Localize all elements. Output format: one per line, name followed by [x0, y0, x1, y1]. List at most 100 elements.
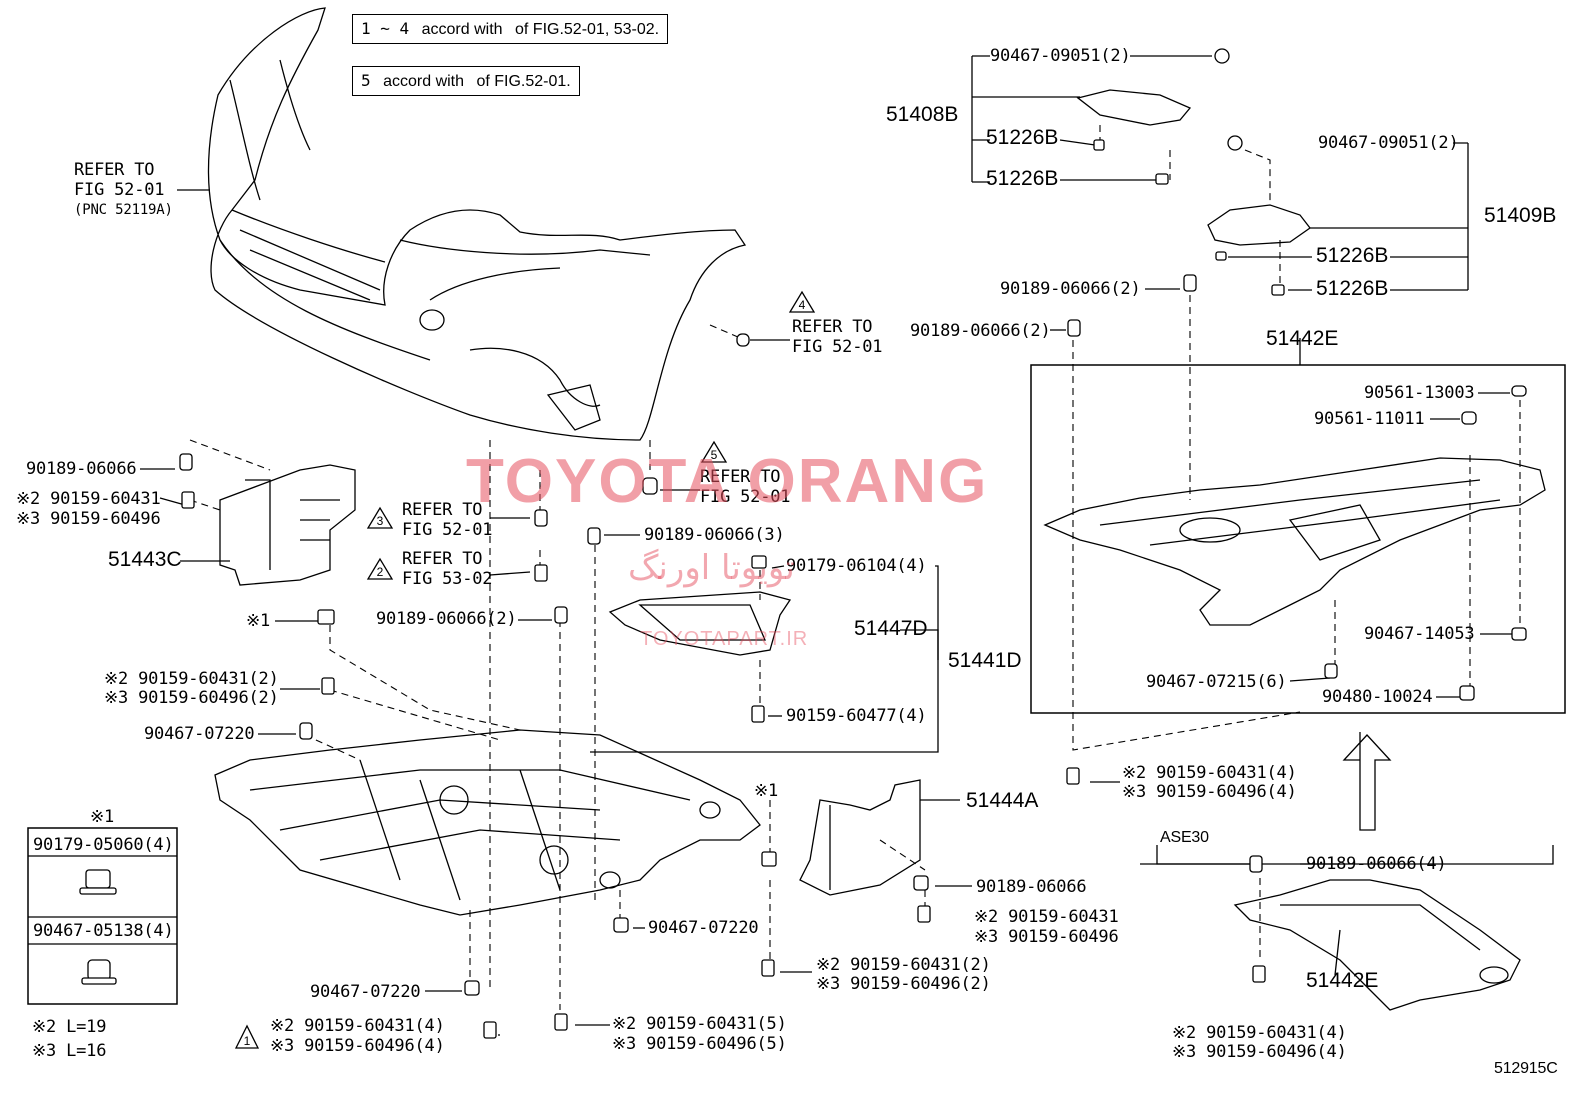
svg-text:3: 3 — [377, 514, 384, 528]
label-90467-07220-b[interactable]: 90467-07220 — [648, 918, 759, 938]
part-51409b[interactable]: 51409B — [1484, 204, 1557, 227]
label-90467-14053[interactable]: 90467-14053 — [1364, 624, 1475, 644]
note2-num: 5 — [361, 71, 371, 90]
svg-text:4: 4 — [799, 298, 806, 312]
label-star1-mid[interactable]: ※1 — [754, 781, 779, 801]
refer-main-line2: FIG 52-01 — [74, 180, 165, 200]
label-90159-60496-r2[interactable]: ※3 90159-60496 — [974, 927, 1119, 947]
refer-2[interactable]: REFER TO FIG 53-02 — [402, 549, 493, 589]
label-90159-60496-4c[interactable]: ※3 90159-60496(4) — [1172, 1042, 1347, 1062]
caution-triangle-icon — [234, 1024, 260, 1049]
label-star1-left[interactable]: ※1 — [246, 611, 271, 631]
label-90189-06066-2c[interactable]: 90189-06066(2) — [376, 609, 517, 629]
refer-2-line1: REFER TO — [402, 549, 483, 569]
cover-51408b-outline — [1076, 89, 1192, 126]
label-90467-09051-a[interactable]: 90467-09051(2) — [990, 46, 1131, 66]
label-90159-60496-left[interactable]: ※3 90159-60496 — [16, 509, 161, 529]
label-90159-60496-4b[interactable]: ※3 90159-60496(4) — [270, 1036, 445, 1056]
refer-main-line3: (PNC 52119A) — [74, 202, 173, 218]
refer-main-line1: REFER TO — [74, 160, 155, 180]
note1-range: 1 ~ 4 — [361, 19, 410, 38]
label-90189-06066-4[interactable]: 90189-06066(4) — [1306, 854, 1447, 874]
refer-4[interactable]: REFER TO FIG 52-01 — [792, 317, 883, 357]
cover-51409b-outline — [1207, 204, 1311, 246]
label-90159-60431-r2[interactable]: ※2 90159-60431 — [974, 907, 1119, 927]
label-90467-07220-c[interactable]: 90467-07220 — [310, 982, 421, 1002]
label-90480-10024[interactable]: 90480-10024 — [1322, 687, 1433, 707]
refer-5-line1: REFER TO — [700, 467, 781, 487]
svg-text:5: 5 — [711, 448, 718, 462]
part-51442e-ase30[interactable]: 51442E — [1306, 969, 1379, 992]
part-51441d[interactable]: 51441D — [948, 649, 1022, 672]
label-90189-06066-left[interactable]: 90189-06066 — [26, 459, 137, 479]
label-90159-60496-5[interactable]: ※3 90159-60496(5) — [612, 1034, 787, 1054]
refer-main[interactable]: REFER TO FIG 52-01 (PNC 52119A) — [74, 160, 173, 220]
note1-text-b: of FIG.52-01, 53-02. — [515, 21, 660, 38]
label-90159-60477[interactable]: 90159-60477(4) — [786, 706, 927, 726]
note2-text-a: accord with — [383, 73, 465, 90]
legend-row2[interactable]: 90467-05138(4) — [33, 921, 174, 941]
refer-5[interactable]: REFER TO FIG 52-01 — [700, 467, 791, 507]
engine-undercover-outline — [214, 729, 761, 916]
legend-title: ※1 — [90, 807, 115, 827]
refer-4-line2: FIG 52-01 — [792, 337, 883, 357]
label-90467-07220-a[interactable]: 90467-07220 — [144, 724, 255, 744]
label-90159-60431-2[interactable]: ※2 90159-60431(2) — [104, 669, 279, 689]
refer-5-line2: FIG 52-01 — [700, 487, 791, 507]
label-90159-60431-2b[interactable]: ※2 90159-60431(2) — [816, 955, 991, 975]
part-51442e-main[interactable]: 51442E — [1266, 327, 1339, 350]
label-90561-11011[interactable]: 90561-11011 — [1314, 409, 1425, 429]
part-51444a[interactable]: 51444A — [966, 789, 1039, 812]
part-51408b[interactable]: 51408B — [886, 103, 959, 126]
front-bumper-outline — [207, 7, 747, 441]
part-51443c[interactable]: 51443C — [108, 548, 182, 571]
label-90159-60431-left[interactable]: ※2 90159-60431 — [16, 489, 161, 509]
label-90189-06066-2a[interactable]: 90189-06066(2) — [1000, 279, 1141, 299]
note1-text-a: accord with — [421, 21, 503, 38]
label-90159-60431-5[interactable]: ※2 90159-60431(5) — [612, 1014, 787, 1034]
part-51226b-1[interactable]: 51226B — [986, 126, 1059, 149]
note2-text-b: of FIG.52-01. — [476, 73, 571, 90]
label-90179-06104[interactable]: 90179-06104(4) — [786, 556, 927, 576]
refer-3[interactable]: REFER TO FIG 52-01 — [402, 500, 493, 540]
part-51447d[interactable]: 51447D — [854, 617, 928, 640]
refer-3-line1: REFER TO — [402, 500, 483, 520]
ase30-label: ASE30 — [1160, 829, 1209, 846]
label-90467-07215[interactable]: 90467-07215(6) — [1146, 672, 1287, 692]
part-51226b-4[interactable]: 51226B — [1316, 277, 1389, 300]
label-90159-60431-4c[interactable]: ※2 90159-60431(4) — [1172, 1023, 1347, 1043]
part-51226b-3[interactable]: 51226B — [1316, 244, 1389, 267]
label-90159-60431-4b[interactable]: ※2 90159-60431(4) — [270, 1016, 445, 1036]
legend-row1[interactable]: 90179-05060(4) — [33, 835, 174, 855]
refer-4-line1: REFER TO — [792, 317, 873, 337]
figure-id: 512915C — [1494, 1060, 1558, 1077]
note-accord-1-4: 1 ~ 4 accord with of FIG.52-01, 53-02. — [352, 14, 669, 44]
legend-nut-icons — [79, 869, 117, 985]
legend-length-3: ※3 L=16 — [32, 1041, 107, 1061]
legend-length-2: ※2 L=19 — [32, 1017, 107, 1037]
refer-3-line2: FIG 52-01 — [402, 520, 493, 540]
label-90159-60496-4r[interactable]: ※3 90159-60496(4) — [1122, 782, 1297, 802]
label-90561-13003[interactable]: 90561-13003 — [1364, 383, 1475, 403]
splash-shield-51443c-outline — [219, 464, 356, 586]
label-90159-60496-2[interactable]: ※3 90159-60496(2) — [104, 688, 279, 708]
label-90159-60496-2b[interactable]: ※3 90159-60496(2) — [816, 974, 991, 994]
watermark-fa: تویوتا اورنگ — [628, 548, 795, 588]
undercover-51442e-outline — [1043, 457, 1546, 626]
svg-text:1: 1 — [244, 1034, 251, 1048]
label-90189-06066-2b[interactable]: 90189-06066(2) — [910, 321, 1051, 341]
label-90189-06066-3[interactable]: 90189-06066(3) — [644, 525, 785, 545]
svg-text:2: 2 — [377, 565, 384, 579]
undercover-ase30-outline — [1233, 879, 1521, 1011]
cover-51444a-outline — [799, 779, 921, 896]
label-90159-60431-4r[interactable]: ※2 90159-60431(4) — [1122, 763, 1297, 783]
watermark-en: TOYOTA ORANG — [466, 447, 989, 516]
label-90189-06066-right[interactable]: 90189-06066 — [976, 877, 1087, 897]
note-accord-5: 5 accord with of FIG.52-01. — [352, 66, 580, 96]
refer-2-line2: FIG 53-02 — [402, 569, 493, 589]
part-51226b-2[interactable]: 51226B — [986, 167, 1059, 190]
support-51447d-outline — [608, 591, 792, 656]
label-90467-09051-b[interactable]: 90467-09051(2) — [1318, 133, 1459, 153]
watermark-site: TOYOTAPART.IR — [640, 628, 809, 650]
